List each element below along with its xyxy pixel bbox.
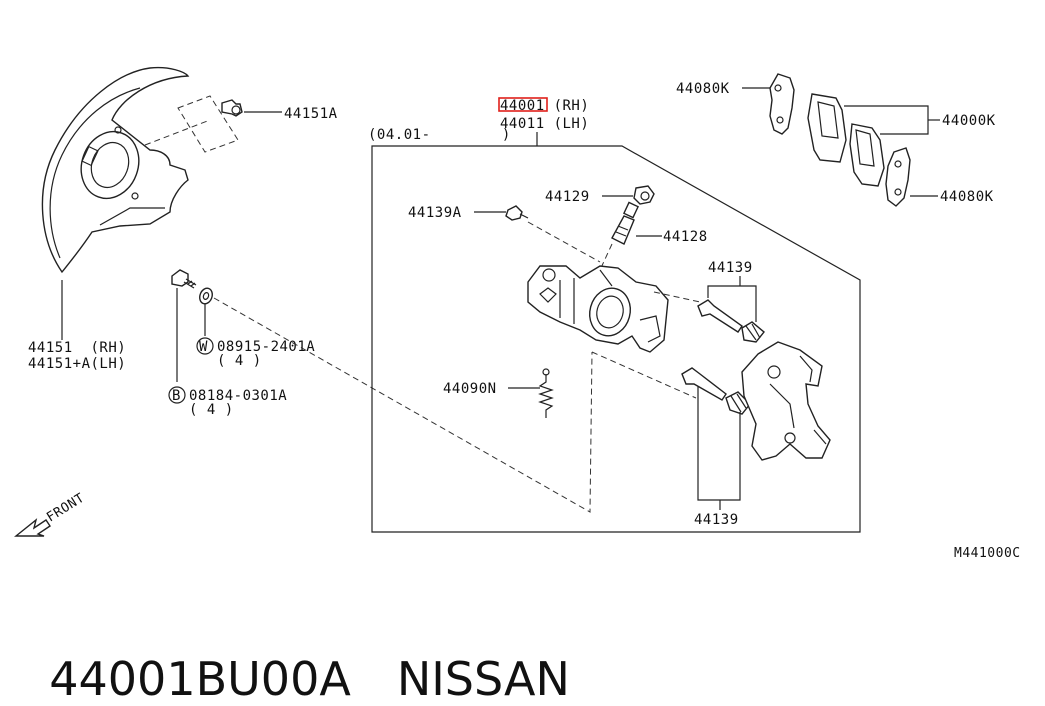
bolt-qty-label: ( 4 )	[189, 402, 234, 418]
guide-pin-bottom-part[interactable]	[681, 367, 751, 415]
mounting-bolt-part[interactable]	[171, 269, 197, 289]
bleeder-cap-part[interactable]	[633, 185, 655, 205]
date-range-label: (04.01- )	[368, 127, 511, 143]
caliper-lh-label: 44011 (LH)	[500, 116, 589, 132]
shim-top-part[interactable]	[769, 73, 795, 135]
front-arrow-icon	[14, 518, 51, 537]
highlight-box	[498, 97, 548, 112]
part-number-text: 44001BU00A	[49, 652, 351, 706]
brake-pad-inner-part[interactable]	[849, 123, 885, 187]
shield-lh-label: 44151+A(LH)	[28, 356, 126, 372]
bolt-code-label: B	[172, 388, 181, 404]
brake-pad-outer-part[interactable]	[807, 93, 847, 163]
shim-bottom-part[interactable]	[885, 147, 911, 207]
footer-title: 44001BU00A NISSAN	[20, 598, 570, 706]
shield-rh-label: 44151 (RH)	[28, 340, 126, 356]
diagram-ref-label: M441000C	[954, 546, 1021, 561]
washer-part[interactable]	[198, 286, 215, 305]
brand-text: NISSAN	[396, 652, 570, 706]
bleeder-screw-part[interactable]	[505, 205, 529, 221]
shield-bolt-part[interactable]	[221, 99, 243, 117]
front-label: FRONT	[44, 491, 87, 526]
caliper-bracket-part[interactable]	[741, 341, 831, 461]
pin-kit-top-label: 44139	[708, 260, 753, 276]
bleeder-valve-part[interactable]	[611, 201, 639, 245]
washer-code-label: W	[199, 339, 208, 355]
pad-kit-label: 44000K	[942, 113, 996, 129]
pad-shim-top-label: 44080K	[676, 81, 730, 97]
bolt-part-label: 08184-0301A	[189, 388, 287, 404]
pad-shim-bottom-label: 44080K	[940, 189, 994, 205]
bleeder-cap-label: 44129	[545, 189, 590, 205]
pin-kit-bottom-label: 44139	[694, 512, 739, 528]
guide-pin-top-part[interactable]	[697, 299, 765, 343]
dust-shield-part[interactable]	[41, 66, 190, 274]
caliper-rh-label: 44001 (RH)	[500, 98, 589, 114]
caliper-body-part[interactable]	[527, 265, 669, 353]
parts-diagram: 44151A 44151 (RH) 44151+A(LH) B 08184-03…	[14, 66, 1021, 561]
spring-label: 44090N	[443, 381, 497, 397]
bleeder-valve-label: 44128	[663, 229, 708, 245]
washer-part-label: 08915-2401A	[217, 339, 315, 355]
shield-bolt-label: 44151A	[284, 106, 338, 122]
washer-qty-label: ( 4 )	[217, 353, 262, 369]
bleeder-screw-label: 44139A	[408, 205, 462, 221]
pad-spring-part[interactable]	[538, 368, 554, 418]
